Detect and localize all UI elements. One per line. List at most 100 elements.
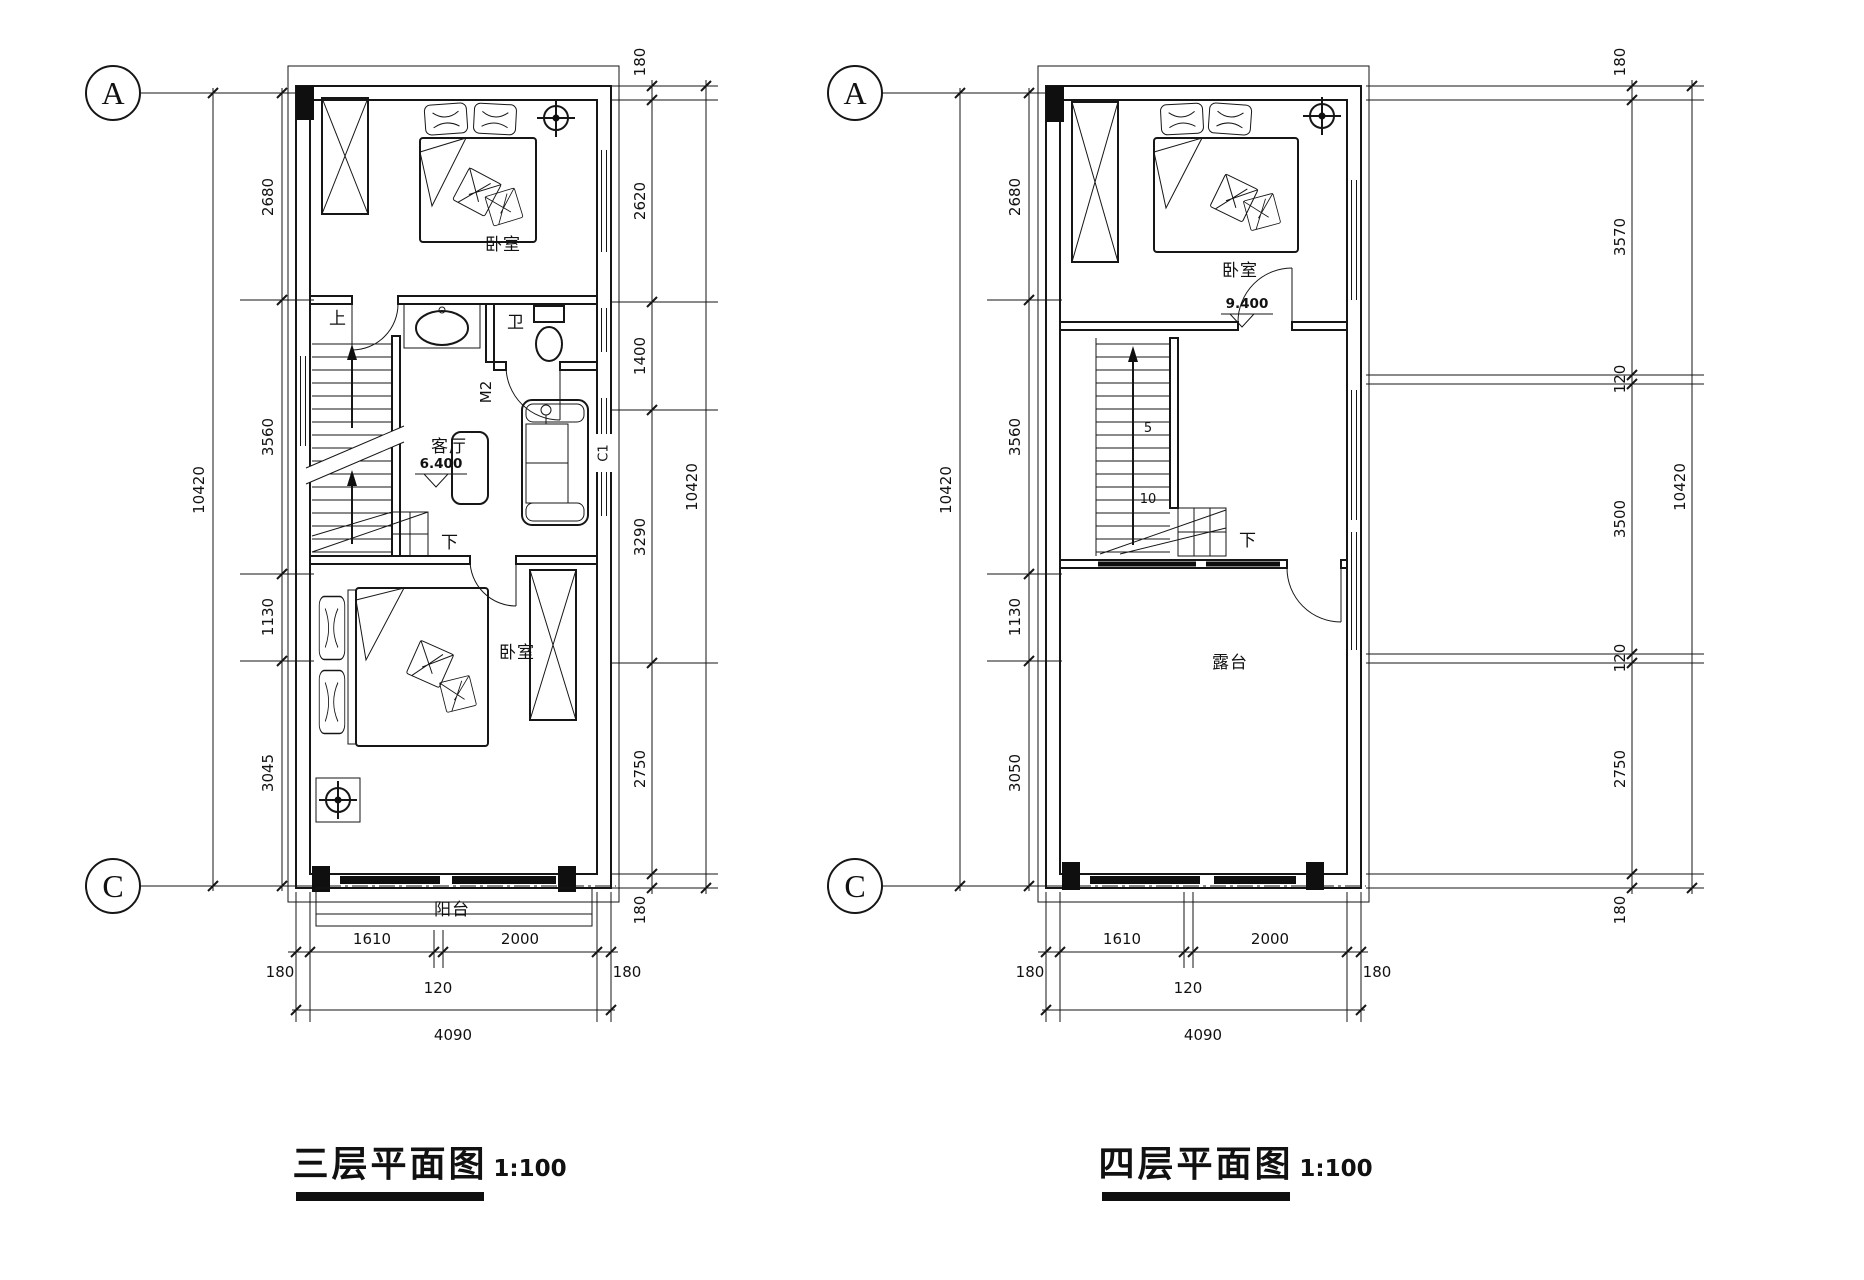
title-underline: [296, 1192, 484, 1201]
dim-label: 3290: [631, 518, 649, 556]
door-swing: [1237, 267, 1293, 323]
dim-label: 2750: [1611, 750, 1629, 788]
dim-label: 2620: [631, 182, 649, 220]
room-label-living: 客厅: [431, 437, 467, 457]
terrace-window-sash: [1214, 876, 1296, 884]
dim-total-label: 4090: [1184, 1026, 1222, 1044]
dim-label: 180: [631, 48, 649, 77]
dim-label: 120: [1611, 365, 1629, 394]
dimensions-plan3: [207, 80, 718, 1022]
dim-label: 2680: [259, 178, 277, 216]
window-glazing: [1351, 180, 1357, 650]
level-marker-icon: [1228, 313, 1256, 328]
doors-plan3: [351, 303, 561, 607]
dim-label: 2000: [501, 930, 539, 948]
blanket-icon: [484, 187, 524, 227]
balcony-window-sash: [452, 876, 556, 884]
ceiling-fixture-icon: [536, 98, 576, 138]
blanket-icon: [1209, 173, 1259, 223]
dim-label: 2000: [1251, 930, 1289, 948]
building-walls-plan4: [1037, 65, 1370, 903]
column: [296, 86, 314, 120]
dim-total-label: 10420: [937, 466, 955, 514]
dim-label: 2750: [631, 750, 649, 788]
dim-label: 1130: [259, 598, 277, 636]
grid-letter-a: A: [843, 75, 866, 111]
wardrobe-bottom-plan3: [529, 569, 577, 721]
bathroom-plan3: [403, 303, 565, 362]
doors-plan4: [1237, 267, 1342, 623]
dim-label: 3560: [259, 418, 277, 456]
plan4-scale: 1:100: [1299, 1156, 1372, 1182]
terrace-window-sash: [1090, 876, 1200, 884]
wardrobe-top-plan3: [321, 97, 369, 215]
wall-lamp-icon: [540, 404, 552, 416]
dim-label: 120: [1611, 644, 1629, 673]
bed-bottom-plan3: [318, 587, 489, 747]
stair-down-label: 下: [441, 533, 459, 553]
sliding-window-sash: [1206, 561, 1280, 567]
dim-label: 1610: [1103, 930, 1141, 948]
building-walls-plan3: [287, 65, 620, 927]
stair-step-number: 10: [1140, 492, 1157, 507]
door-swing: [469, 559, 517, 607]
stairs-plan3: [305, 343, 429, 557]
room-label-bath: 卫: [507, 313, 525, 333]
room-label-bedroom-top: 卧室: [485, 235, 521, 255]
grid-letter-a: A: [101, 75, 124, 111]
dim-total-label: 4090: [434, 1026, 472, 1044]
dim-label: 3500: [1611, 500, 1629, 538]
dim-label: 120: [424, 979, 453, 997]
column: [558, 866, 576, 892]
ceiling-fixture-icon: [1302, 96, 1342, 136]
sofa-plan3: [521, 399, 589, 526]
grid-letter-c: C: [844, 868, 865, 904]
dim-label: 180: [266, 963, 295, 981]
dim-total-label: 10420: [683, 463, 701, 511]
door-swing: [351, 303, 399, 351]
pillow-icon: [472, 102, 518, 136]
bed-top-plan3: [419, 102, 537, 243]
grid-letter-c: C: [102, 868, 123, 904]
dim-label: 3050: [1006, 754, 1024, 792]
dim-label: 120: [1174, 979, 1203, 997]
balcony-rail: [315, 887, 593, 927]
blanket-icon: [452, 167, 502, 217]
dim-label: 180: [1611, 896, 1629, 925]
pillow-icon: [318, 669, 346, 735]
coffee-table: [451, 431, 489, 505]
dimensions-plan4: [954, 80, 1704, 1022]
level-value: 9.400: [1226, 296, 1269, 312]
dim-label: 3570: [1611, 218, 1629, 256]
plan4: A C: [827, 48, 1704, 1201]
room-label-balcony: 阳台: [434, 900, 470, 920]
dim-label: 180: [1363, 963, 1392, 981]
pillow-icon: [1159, 102, 1205, 136]
blanket-fold: [1153, 137, 1203, 210]
wardrobe-plan4: [1071, 101, 1119, 263]
door-swing: [1286, 567, 1342, 623]
dim-label: 180: [1611, 48, 1629, 77]
plan3-title: 三层平面图: [292, 1144, 487, 1185]
plan3-scale: 1:100: [493, 1156, 566, 1182]
plan4-title: 四层平面图: [1098, 1144, 1293, 1185]
dim-label: 1130: [1006, 598, 1024, 636]
title-underline: [1102, 1192, 1290, 1201]
grid-bubble-c-right: C: [827, 858, 883, 914]
faucet-icon: [438, 306, 446, 314]
room-label-bedroom-bottom: 卧室: [499, 643, 535, 663]
grid-bubble-c-left: C: [85, 858, 141, 914]
grid-bubble-a-right: A: [827, 65, 883, 121]
blanket-fold: [419, 137, 467, 208]
column: [1306, 862, 1324, 890]
room-label-bedroom: 卧室: [1222, 261, 1258, 281]
pillow-icon: [318, 595, 346, 661]
level-marker-icon: [422, 473, 450, 488]
column: [312, 866, 330, 892]
blanket-icon: [1242, 192, 1282, 232]
dim-label: 180: [613, 963, 642, 981]
dim-label: 3045: [259, 754, 277, 792]
plan3: A C: [85, 48, 718, 1201]
level-value: 6.400: [420, 456, 463, 472]
